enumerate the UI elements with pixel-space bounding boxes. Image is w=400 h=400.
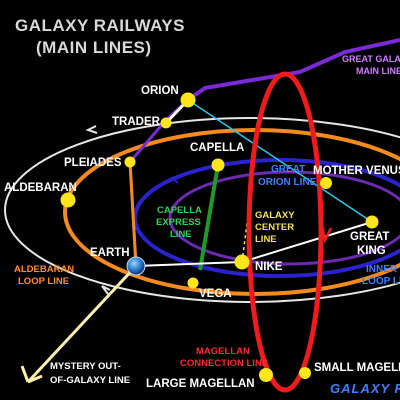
magellan-arrow-icon <box>320 224 333 244</box>
station-label-great-king-1: GREAT <box>350 231 389 243</box>
nike-great-king-link <box>241 221 373 263</box>
line-label-aldebaran-loop-1: ALDEBARAN <box>14 264 74 275</box>
station-nike <box>234 254 250 270</box>
line-label-galaxy-center-1: GALAXY <box>255 210 295 221</box>
station-label-pleiades: PLEIADES <box>64 157 122 169</box>
station-label-trader: TRADER <box>112 116 161 128</box>
great-orion-line <box>187 99 373 223</box>
station-label-nike: NIKE <box>255 261 283 273</box>
earth-globe-icon <box>126 256 146 276</box>
line-label-capella-express-1: CAPELLA <box>157 205 202 216</box>
galaxy-center-loop-line <box>133 158 400 278</box>
outer-loop-arrow-icon <box>85 125 98 134</box>
station-label-orion: ORION <box>141 85 179 97</box>
station-label-aldebaran: ALDEBARAN <box>4 182 77 194</box>
outer-loop-line <box>4 117 400 303</box>
map-title-line-1: GALAXY RAILWAYS <box>15 16 185 35</box>
capella-express-line <box>198 164 220 271</box>
great-galaxy-main-line <box>186 38 400 102</box>
line-label-mystery-2: OF-GALAXY LINE <box>50 375 130 386</box>
station-aldebaran <box>60 192 76 208</box>
footer-label: GALAXY RAILWAYS <box>330 381 400 396</box>
outer-loop-arrow-icon <box>101 285 111 295</box>
station-capella <box>211 158 225 172</box>
station-label-capella: CAPELLA <box>190 142 244 154</box>
station-label-earth: EARTH <box>90 247 130 259</box>
line-label-capella-express-3: LINE <box>170 229 192 240</box>
station-small-magellan <box>299 367 311 379</box>
station-mother-venus <box>320 177 332 189</box>
station-label-small-magellan: SMALL MAGELLAN <box>314 362 400 374</box>
line-label-inner-loop-2: LOOP LINE <box>362 276 400 287</box>
line-label-magellan-connection-2: CONNECTION LINE <box>180 358 268 369</box>
station-label-large-magellan: LARGE MAGELLAN <box>146 378 255 390</box>
magellan-connection-line <box>246 71 324 393</box>
line-label-great-galaxy-main-2: MAIN LINE <box>356 66 400 76</box>
station-label-mother-venus: MOTHER VENUS <box>313 165 400 177</box>
station-label-vega: VEGA <box>199 288 232 300</box>
line-label-great-orion-1: GREAT <box>271 164 305 175</box>
pleiades-earth-link <box>128 161 138 267</box>
line-label-aldebaran-loop-2: LOOP LINE <box>18 276 69 287</box>
line-label-magellan-connection-1: MAGELLAN <box>196 346 250 357</box>
line-label-great-orion-2: ORION LINE <box>258 177 317 188</box>
galaxy-center-connector <box>241 199 251 263</box>
station-vega <box>187 277 199 289</box>
line-label-capella-express-2: EXPRESS <box>156 217 201 228</box>
inner-loop-line <box>168 170 400 266</box>
line-label-galaxy-center-2: CENTER <box>255 222 294 233</box>
station-trader <box>160 117 172 129</box>
station-orion <box>180 92 196 108</box>
station-label-great-king-2: KING <box>357 245 386 257</box>
map-title-line-2: (MAIN LINES) <box>36 38 152 57</box>
line-label-great-galaxy-main-1: GREAT GALAXY <box>342 54 400 64</box>
mystery-arrow-icon <box>20 365 43 384</box>
station-pleiades <box>124 156 136 168</box>
line-label-galaxy-center-3: LINE <box>255 234 277 245</box>
station-great-king <box>365 215 379 229</box>
mystery-line <box>26 264 138 384</box>
line-label-mystery-1: MYSTERY OUT- <box>50 361 121 372</box>
line-label-inner-loop-1: INNER <box>366 264 398 275</box>
earth-nike-link <box>135 261 243 267</box>
station-large-magellan <box>259 368 273 382</box>
inner-loop-arrow-icon <box>169 175 181 184</box>
